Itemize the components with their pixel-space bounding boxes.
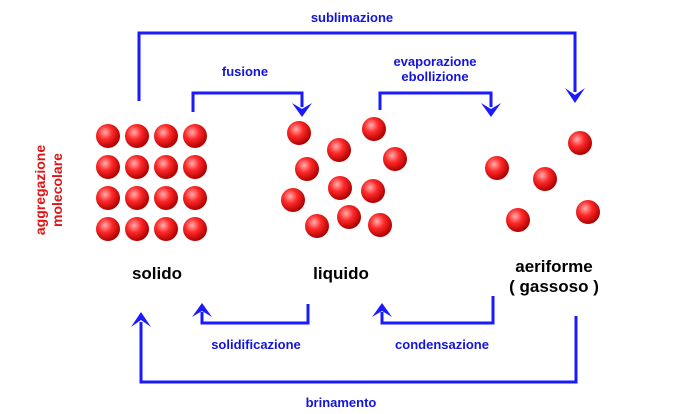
evaporation-arrow [378, 91, 501, 117]
solid-molecule [183, 124, 207, 148]
state-label-liquid: liquido [313, 264, 369, 283]
side-label-line2: molecolare [49, 153, 65, 227]
solid-molecule [96, 186, 120, 210]
solid-molecule [96, 124, 120, 148]
label-solidification: solidificazione [211, 337, 301, 352]
label-fusion: fusione [222, 64, 268, 79]
gas-molecule [533, 167, 557, 191]
liquid-molecule [281, 188, 305, 212]
solid-molecule [125, 155, 149, 179]
solid-molecule [154, 186, 178, 210]
solid-molecule [96, 155, 120, 179]
liquid-molecule [337, 205, 361, 229]
solid-molecule [125, 186, 149, 210]
side-label: aggregazione molecolare [32, 145, 65, 235]
solid-molecule [183, 217, 207, 241]
label-sublimation: sublimazione [311, 10, 393, 25]
gas-molecule [576, 200, 600, 224]
deposition-arrow [131, 312, 578, 384]
solid-molecules [96, 124, 207, 241]
solid-molecule [154, 155, 178, 179]
label-deposition: brinamento [306, 395, 377, 410]
solidification-arrow [192, 303, 310, 325]
solid-molecule [125, 124, 149, 148]
state-label-solid: solido [132, 264, 182, 283]
gas-molecule [506, 208, 530, 232]
sublimation-arrow [137, 31, 585, 103]
liquid-molecule [383, 147, 407, 171]
liquid-molecule [295, 157, 319, 181]
gas-molecules [485, 131, 600, 232]
solid-molecule [96, 217, 120, 241]
state-label-gas: aeriforme [515, 257, 592, 276]
solid-molecule [154, 124, 178, 148]
liquid-molecule [361, 179, 385, 203]
label-boiling: ebollizione [401, 69, 468, 84]
liquid-molecule [327, 138, 351, 162]
solid-molecule [125, 217, 149, 241]
side-label-line1: aggregazione [32, 145, 48, 235]
state-label-gas-alt: ( gassoso ) [509, 277, 599, 296]
liquid-molecule [328, 176, 352, 200]
solid-molecule [183, 186, 207, 210]
solid-molecule [183, 155, 207, 179]
gas-molecule [568, 131, 592, 155]
label-condensation: condensazione [395, 337, 489, 352]
liquid-molecules [281, 117, 407, 238]
liquid-molecule [287, 121, 311, 145]
condensation-arrow [372, 296, 495, 325]
liquid-molecule [362, 117, 386, 141]
gas-molecule [485, 156, 509, 180]
liquid-molecule [368, 213, 392, 237]
label-evaporation: evaporazione [393, 54, 476, 69]
fusion-arrow [191, 91, 312, 117]
solid-molecule [154, 217, 178, 241]
liquid-molecule [305, 214, 329, 238]
